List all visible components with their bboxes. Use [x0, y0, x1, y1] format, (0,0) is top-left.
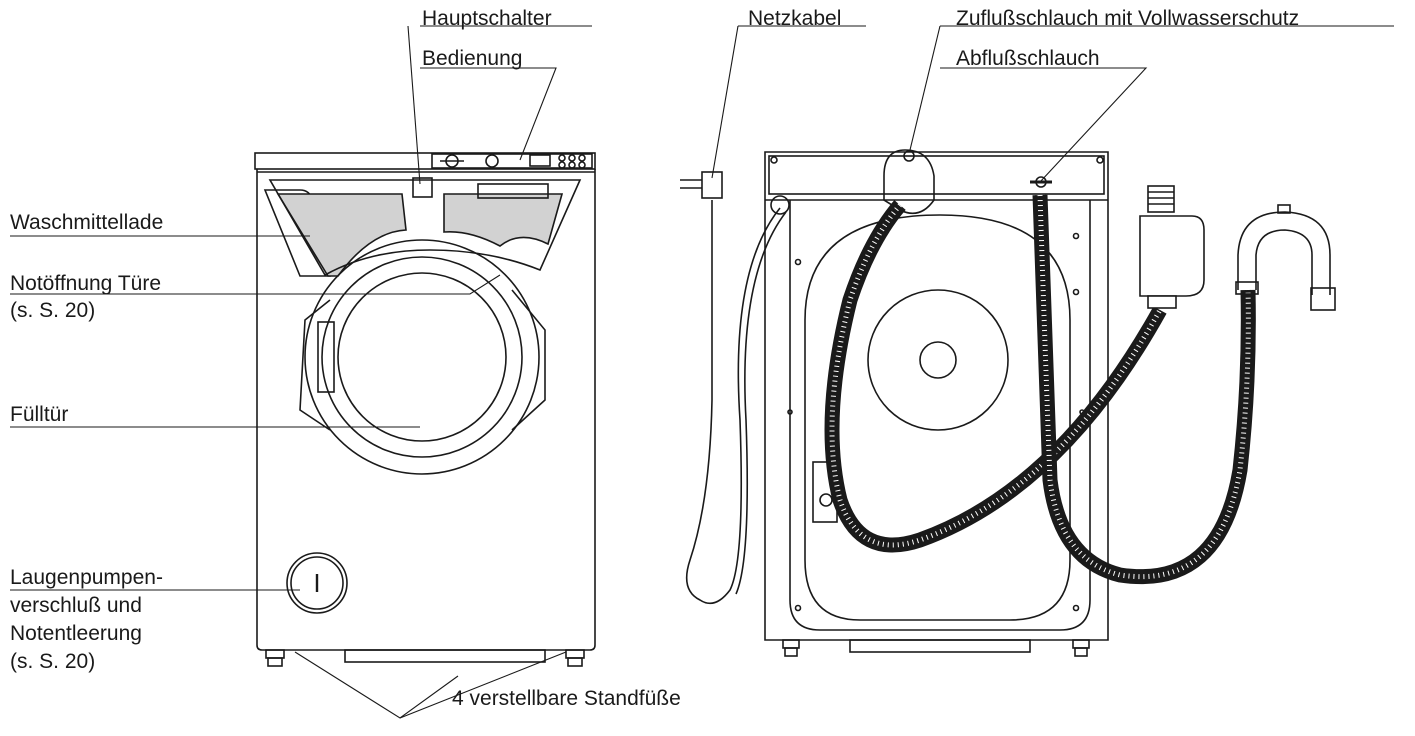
- label-laugen-3: Notentleerung: [10, 622, 142, 645]
- power-cable: [680, 171, 787, 605]
- aquastop-box: [1139, 185, 1205, 309]
- label-zufluss: Zuflußschlauch mit Vollwasserschutz: [956, 7, 1300, 30]
- door-glass: [321, 256, 523, 458]
- front-top-cover: [254, 152, 596, 170]
- front-foot-left: [265, 649, 285, 659]
- drum-hub: [867, 289, 1009, 431]
- label-abfluss: Abflußschlauch: [956, 47, 1100, 70]
- label-notoeffnung-2: (s. S. 20): [10, 299, 96, 322]
- back-panel: [804, 214, 1071, 621]
- inlet-valve: [883, 149, 935, 215]
- back-top-bracket: [768, 155, 1105, 195]
- back-foot-right: [1072, 639, 1090, 649]
- label-bedienung: Bedienung: [422, 47, 523, 70]
- label-netzkabel: Netzkabel: [748, 7, 842, 30]
- label-notoeffnung-1: Notöffnung Türe: [10, 272, 161, 295]
- label-laugen-1: Laugenpumpen-: [10, 566, 163, 589]
- front-leader-lines: [10, 25, 592, 719]
- display-window: [477, 183, 549, 199]
- back-leader-lines: [711, 25, 1394, 183]
- pump-cover: [286, 552, 348, 614]
- control-panel: [431, 153, 593, 169]
- back-view: [764, 149, 1109, 657]
- label-waschmittellade: Waschmittellade: [10, 211, 164, 234]
- back-body: [764, 151, 1109, 641]
- label-fuelltuer: Fülltür: [10, 403, 69, 426]
- cable-entry: [770, 195, 790, 215]
- power-plug: [701, 171, 723, 199]
- label-standfuesse: 4 verstellbare Standfüße: [452, 687, 681, 710]
- front-view: [254, 152, 596, 667]
- back-foot-left: [782, 639, 800, 649]
- door-outer-ring: [304, 239, 540, 475]
- inlet-hose: [824, 200, 1167, 553]
- main-switch: [412, 177, 433, 198]
- display-panel: [443, 193, 564, 247]
- door-handle: [317, 321, 335, 393]
- label-hauptschalter: Hauptschalter: [422, 7, 552, 30]
- label-laugen-2: verschluß und: [10, 594, 142, 617]
- label-laugen-4: (s. S. 20): [10, 650, 96, 673]
- front-foot-right: [565, 649, 585, 659]
- hoses: [824, 194, 1256, 585]
- drain-hook: [1235, 204, 1336, 311]
